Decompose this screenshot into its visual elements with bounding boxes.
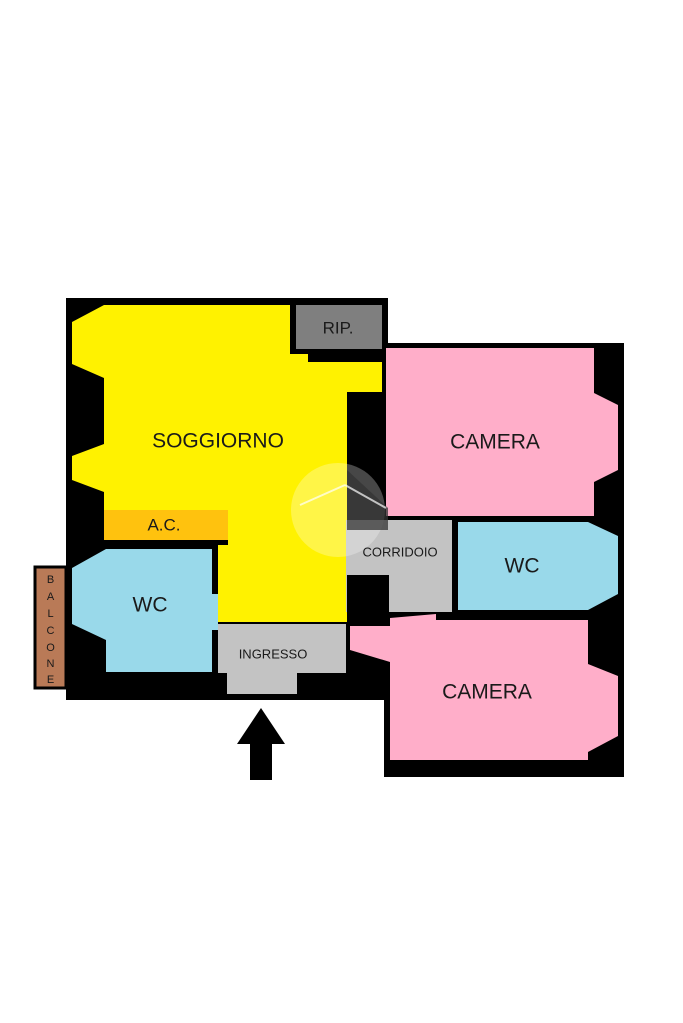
balcone-letter: A	[47, 591, 55, 603]
corridoio-wall-block	[347, 575, 389, 625]
balcone	[33, 565, 68, 690]
label-camera-bottom: CAMERA	[442, 681, 532, 704]
door-swing	[291, 463, 388, 557]
label-soggiorno: SOGGIORNO	[152, 430, 284, 453]
balcone-letter: O	[46, 642, 55, 654]
balcone-letter: B	[47, 574, 54, 586]
room-camera-bottom	[350, 614, 618, 760]
room-wc-left	[72, 549, 218, 672]
label-armadio: A.C.	[147, 515, 180, 534]
balcone-letter: E	[47, 674, 54, 686]
label-wc-left: WC	[133, 594, 168, 617]
room-camera-top	[386, 348, 618, 516]
room-ripostiglio	[296, 305, 382, 349]
balcone-letter: N	[47, 658, 55, 670]
room-armadio	[104, 510, 228, 540]
label-ingresso: INGRESSO	[239, 646, 308, 661]
label-wc-right: WC	[505, 555, 540, 578]
balcone-label: B A L C O N E	[46, 574, 55, 686]
room-wc-right	[458, 522, 618, 610]
balcone-letter: C	[47, 625, 55, 637]
room-soggiorno	[72, 305, 382, 622]
balcone-letter: L	[47, 608, 53, 620]
label-corridoio: CORRIDOIO	[362, 544, 437, 559]
room-ingresso	[218, 624, 346, 694]
arrow-up-icon	[237, 708, 285, 780]
label-ripostiglio: RIP.	[323, 318, 354, 337]
label-camera-top: CAMERA	[450, 431, 540, 454]
